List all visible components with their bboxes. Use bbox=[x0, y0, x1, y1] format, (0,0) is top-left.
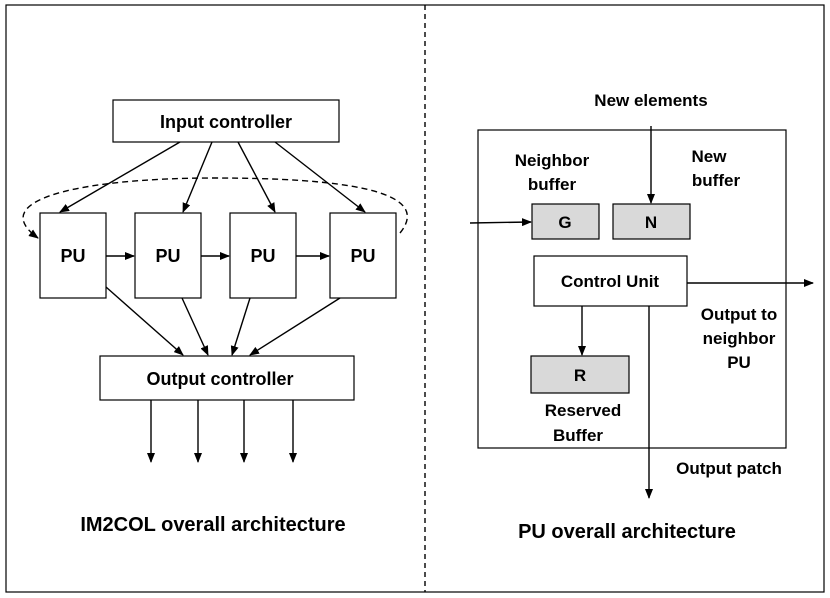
input-controller-label: Input controller bbox=[160, 112, 292, 132]
output-patch-label: Output patch bbox=[676, 459, 782, 478]
g-buffer-label: G bbox=[558, 213, 571, 232]
pu1-to-output-arrow bbox=[105, 286, 184, 356]
reserved-buffer-label-1: Reserved bbox=[545, 401, 622, 420]
pu-label-1: PU bbox=[60, 246, 85, 266]
output-controller-box bbox=[99, 355, 355, 401]
new-elements-label: New elements bbox=[594, 91, 707, 110]
neighbor-input-arrow bbox=[469, 218, 532, 227]
pu2-to-output-arrow bbox=[181, 297, 209, 356]
reserved-buffer-label-2: Buffer bbox=[553, 426, 603, 445]
pu-diagram: New elements Neighbor buffer New buffer … bbox=[469, 91, 814, 543]
pu-label-3: PU bbox=[250, 246, 275, 266]
new-buffer-label-2: buffer bbox=[692, 171, 741, 190]
reserved-buffer-box bbox=[530, 355, 630, 394]
control-unit-label: Control Unit bbox=[561, 272, 660, 291]
input-to-pu3-arrow bbox=[237, 141, 276, 213]
n-buffer-box bbox=[612, 203, 691, 240]
dashed-ring-connection bbox=[22, 177, 408, 239]
output-to-neighbor-label-1: Output to bbox=[701, 305, 777, 324]
pu-label-2: PU bbox=[155, 246, 180, 266]
im2col-diagram: Input controller PU PU PU PU Output cont… bbox=[22, 99, 408, 536]
pu-box-2 bbox=[134, 212, 202, 299]
input-controller-box bbox=[112, 99, 340, 143]
pu3-to-output-arrow bbox=[230, 297, 251, 356]
n-buffer-label: N bbox=[645, 213, 657, 232]
outer-frame bbox=[5, 4, 825, 593]
input-to-pu4-arrow bbox=[274, 141, 366, 213]
pu4-to-output-arrow bbox=[249, 297, 341, 356]
pu-box-4 bbox=[329, 212, 397, 299]
g-buffer-box bbox=[531, 203, 600, 240]
neighbor-buffer-label-2: buffer bbox=[528, 175, 577, 194]
pu-box-3 bbox=[229, 212, 297, 299]
output-to-neighbor-label-2: neighbor bbox=[703, 329, 776, 348]
control-unit-box bbox=[533, 255, 688, 307]
input-to-pu2-arrow bbox=[182, 141, 213, 213]
output-to-neighbor-label-3: PU bbox=[727, 353, 751, 372]
pu-label-4: PU bbox=[350, 246, 375, 266]
neighbor-buffer-label-1: Neighbor bbox=[515, 151, 590, 170]
reserved-buffer-r-label: R bbox=[574, 366, 586, 385]
input-to-pu1-arrow bbox=[59, 141, 181, 213]
pu-caption: PU overall architecture bbox=[518, 521, 736, 543]
new-buffer-label-1: New bbox=[692, 147, 728, 166]
output-controller-label: Output controller bbox=[147, 369, 294, 389]
im2col-caption: IM2COL overall architecture bbox=[80, 514, 345, 536]
